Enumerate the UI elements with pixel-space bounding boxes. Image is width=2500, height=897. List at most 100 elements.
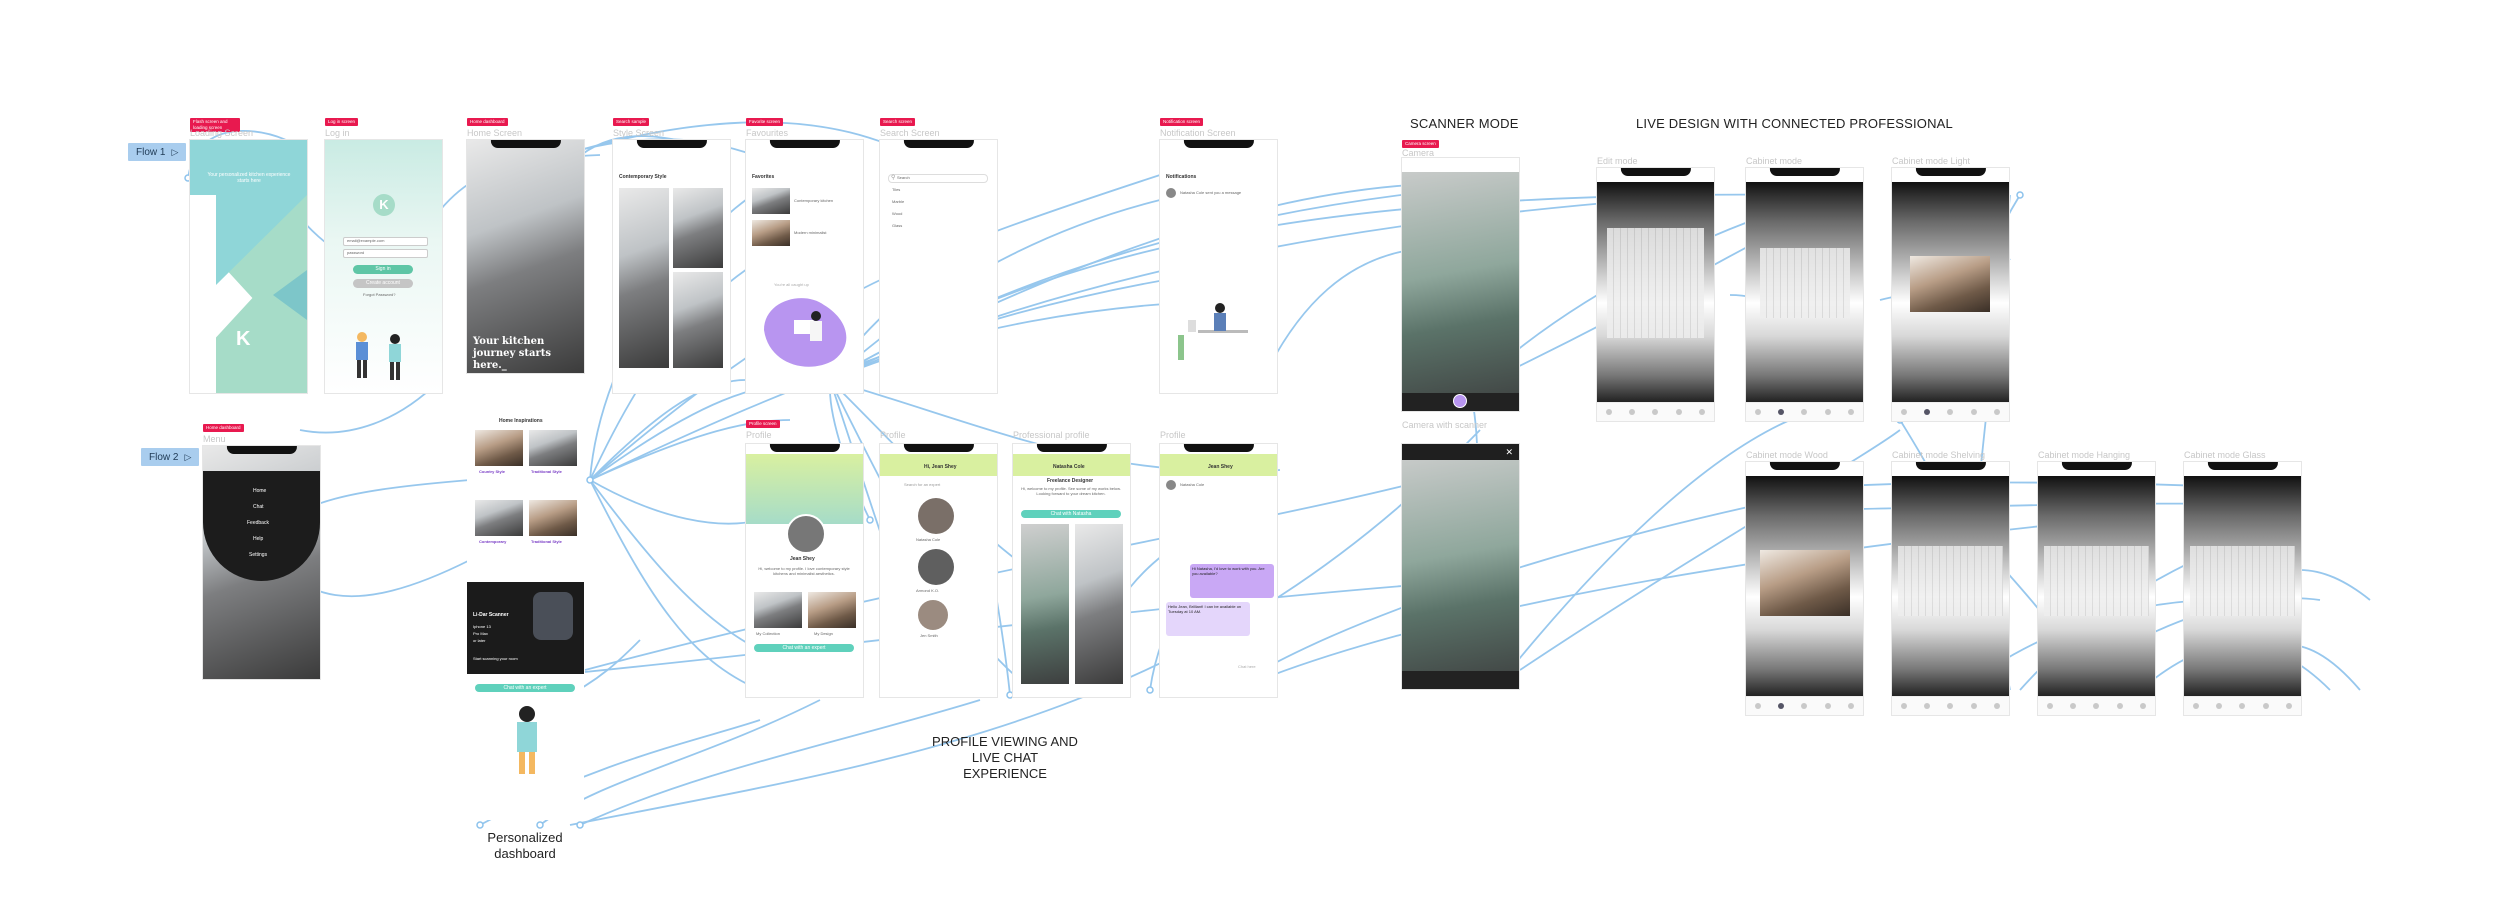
menu-tag: Home dashboard (203, 424, 244, 432)
flow-2-button[interactable]: Flow 2 ▷ (141, 448, 200, 466)
create-account-button[interactable]: Create account (353, 279, 413, 288)
search-tag: Search screen (880, 118, 916, 126)
favourites-tag: Favorite screen (746, 118, 784, 126)
camera2-frame-label: Camera with scanner (1402, 420, 1488, 430)
chat-with-professional-button[interactable]: Chat with Natasha (1021, 510, 1121, 518)
professional-bio: Hi, welcome to my profile. See some of m… (1021, 486, 1121, 496)
avatar-icon (1166, 480, 1176, 490)
menu-item-home[interactable]: Home (253, 488, 267, 494)
professional-title: Freelance Designer (1047, 478, 1094, 484)
notification-frame-label: Notification Screen (1160, 128, 1236, 138)
avatar-icon (1166, 188, 1176, 198)
expert-illustration-icon (517, 706, 537, 774)
menu-item-feedback[interactable]: Feedback (247, 520, 269, 526)
live-design-title: LIVE DESIGN WITH CONNECTED PROFESSIONAL (1636, 116, 1953, 131)
avatar-icon (918, 549, 954, 585)
profile1-frame-label: Profile (746, 430, 772, 440)
cabinet-mode-screen (1746, 168, 1863, 421)
favourite-item-1[interactable]: Contemporary kitchen (794, 198, 834, 203)
forgot-password-link[interactable]: Forgot Password? (363, 292, 396, 297)
menu-item-help[interactable]: Help (253, 536, 264, 542)
search-frame-label: Search Screen (880, 128, 940, 138)
flow-1-label: Flow 1 (136, 147, 166, 158)
chat-input[interactable]: Chat here (1238, 664, 1256, 669)
profile-chat-button[interactable]: Chat with an expert (754, 644, 854, 652)
favourites-screen: Favorites Contemporary kitchen Modern mi… (746, 140, 863, 393)
notification-tag: Notification screen (1160, 118, 1204, 126)
cab3-frame-label: Cabinet mode Wood (1746, 450, 1828, 460)
password-field[interactable]: password (343, 249, 428, 258)
profile-screen: Jean Shey Hi, welcome to my profile. I l… (746, 444, 863, 697)
profile-name: Jean Shey (790, 556, 815, 562)
profile2-frame-label: Profile (880, 430, 906, 440)
scanner-card-line2: Pro Max (473, 631, 488, 636)
scanner-card-line1: Iphone 13 (473, 624, 491, 629)
style-title: Contemporary Style (619, 174, 667, 180)
home-hero-text: Your kitchen journey starts here._ (473, 336, 551, 371)
search-result-4[interactable]: Glass (892, 223, 903, 228)
scanner-card-title: Li-Dar Scanner (473, 612, 509, 618)
personalized-dashboard: Home Inspirations Country Style Traditio… (467, 410, 584, 820)
play-icon: ▷ (171, 147, 179, 157)
chatlist-person-3[interactable]: Jen Smith (920, 633, 938, 638)
expert-search[interactable]: Search for an expert (904, 482, 941, 487)
home-frame-label: Home Screen (467, 128, 523, 138)
person-illustration-icon (356, 332, 401, 380)
search-result-3[interactable]: Wood (892, 211, 903, 216)
inspiration-card-2[interactable]: Traditional Style (531, 469, 562, 474)
cabinet-shelving-screen (1892, 462, 2009, 715)
home-tag: Home dashboard (467, 118, 508, 126)
chat-message-sent: Hi Natasha, I'd love to work with you. A… (1190, 564, 1274, 598)
inspiration-card-3[interactable]: Contemporary (479, 539, 507, 544)
camera-shutter-icon[interactable] (1453, 394, 1467, 408)
flow-2-label: Flow 2 (149, 452, 179, 463)
favourite-item-2[interactable]: Modern minimalist (794, 230, 827, 235)
login-screen: K email@example.com password Sign in Cre… (325, 140, 442, 393)
k-logo-icon: K (236, 328, 251, 350)
notification-item[interactable]: Natasha Cole sent you a message (1180, 190, 1242, 195)
inspiration-card-1[interactable]: Country Style (479, 469, 506, 474)
loading-tag: Flash screen and loading screen (190, 118, 240, 132)
chat-expert-card-button[interactable]: Chat with an expert (475, 684, 575, 692)
profile-tag: Profile screen (746, 420, 780, 428)
lidar-scanner-card[interactable]: Li-Dar Scanner Iphone 13 Pro Max or late… (467, 582, 584, 674)
login-tag: Log in screen (325, 118, 359, 126)
phone-camera-icon (533, 592, 573, 640)
purple-blob-illustration-icon (764, 298, 847, 367)
cabinet-light-screen (1892, 168, 2009, 421)
camera-screen (1402, 158, 1519, 411)
cab6-frame-label: Cabinet mode Glass (2184, 450, 2266, 460)
chatlist-person-1[interactable]: Natasha Cole (916, 537, 941, 542)
camera1-frame-label: Camera (1402, 148, 1435, 158)
camera-tag: Camera screen (1402, 140, 1439, 148)
sign-in-button[interactable]: Sign in (353, 265, 413, 274)
my-collection-link[interactable]: My Collection (756, 631, 781, 636)
search-result-1[interactable]: Tiles (892, 187, 901, 192)
home-screen: Your kitchen journey starts here._ (467, 140, 584, 373)
inspiration-card-4[interactable]: Traditional Style (531, 539, 562, 544)
search-result-2[interactable]: Marble (892, 199, 905, 204)
avatar-icon (918, 498, 954, 534)
edit-frame-label: Edit mode (1597, 156, 1638, 166)
notification-title: Notifications (1166, 174, 1197, 180)
chatlist-person-2[interactable]: Armond K.O. (916, 588, 940, 593)
favourites-frame-label: Favourites (746, 128, 789, 138)
close-icon[interactable]: ✕ (1505, 447, 1513, 457)
flow-1-button[interactable]: Flow 1 ▷ (128, 143, 187, 161)
avatar-icon (918, 600, 948, 630)
menu-item-settings[interactable]: Settings (249, 552, 268, 558)
menu-item-chat[interactable]: Chat (253, 504, 264, 510)
professional-profile-screen: Natasha Cole Freelance Designer Hi, welc… (1013, 444, 1130, 697)
favourites-title: Favorites (752, 174, 775, 180)
menu-screen: Home Chat Feedback Help Settings (203, 446, 320, 679)
email-field[interactable]: email@example.com (343, 237, 428, 246)
chat-screen: Jean Shey Natasha Cole Hi Natasha, I'd l… (1160, 444, 1277, 697)
login-frame-label: Log in (325, 128, 350, 138)
scanner-card-cta: Start scanning your room (473, 656, 518, 661)
loading-frame-label: Loading Screen (190, 128, 254, 138)
play-icon: ▷ (184, 452, 192, 462)
search-input[interactable]: Search (888, 174, 988, 183)
my-design-link[interactable]: My Design (814, 631, 833, 636)
desk-illustration-icon (1178, 303, 1248, 360)
cabinet-glass-screen (2184, 462, 2301, 715)
